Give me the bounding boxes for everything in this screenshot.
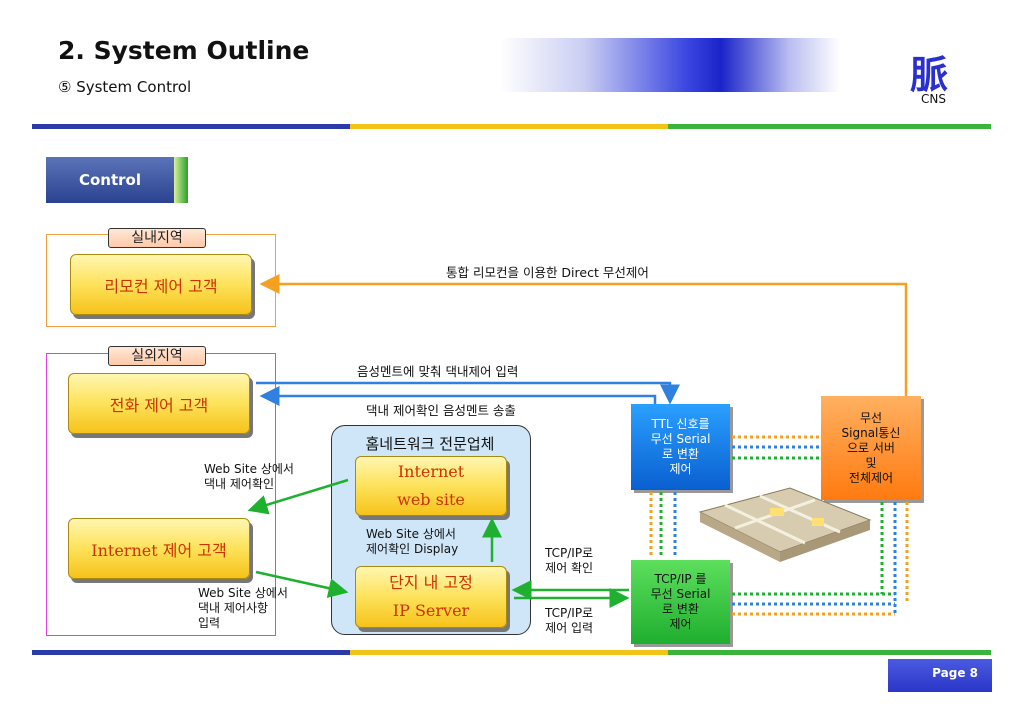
header-band-green <box>668 124 991 129</box>
section-tab-background <box>46 157 174 203</box>
tcpip-converter-line2: 무선 Serial <box>650 587 711 601</box>
web-input-line2: 댁내 제어사항 <box>198 601 269 615</box>
page-subtitle: ⑤ System Control <box>58 78 192 96</box>
page-title: 2. System Outline <box>58 36 310 65</box>
ttl-converter-line1: TTL 신호를 <box>651 417 710 431</box>
indoor-region-tag: 실내지역 <box>108 228 206 248</box>
web-display-line1: Web Site 상에서 <box>366 527 456 541</box>
internet-web-site: Internet web site <box>355 456 507 516</box>
web-display-line2: 제어확인 Display <box>366 542 459 556</box>
web-display-label: Web Site 상에서 제어확인 Display <box>366 527 458 557</box>
remote-control-customer: 리모컨 제어 고객 <box>70 254 252 315</box>
wireless-server-line2: Signal통신 <box>841 425 901 440</box>
tcpip-serial-converter: TCP/IP 를 무선 Serial 로 변환 제어 <box>631 560 730 644</box>
voice-input-connector <box>256 381 680 405</box>
brand-logo-text: CNS <box>921 92 946 106</box>
web-input-connector <box>255 570 349 598</box>
fixed-ip-server-line2: IP Server <box>392 601 470 620</box>
apartment-floorplan-illustration <box>698 487 872 562</box>
header-band-blue <box>32 124 350 129</box>
tcp-input-label: TCP/IP로 제어 입력 <box>545 606 593 636</box>
ttl-serial-converter: TTL 신호를 무선 Serial 로 변환 제어 <box>631 404 730 490</box>
web-confirm-connector <box>247 478 349 515</box>
voice-output-label: 댁내 제어확인 음성멘트 송출 <box>366 403 516 418</box>
tcp-confirm-line1: TCP/IP로 <box>545 546 594 560</box>
tcpip-converter-line1: TCP/IP 를 <box>654 572 707 586</box>
fixed-ip-server-line1: 단지 내 고정 <box>389 573 473 592</box>
direct-wireless-label: 통합 리모컨을 이용한 Direct 무선제어 <box>446 265 649 280</box>
voice-output-connector <box>259 386 657 406</box>
footer-band-yellow <box>350 650 668 655</box>
internet-web-site-line2: web site <box>397 490 465 509</box>
web-input-line1: Web Site 상에서 <box>198 586 288 600</box>
wireless-links <box>649 435 909 616</box>
brand-logo-mark: 脈 <box>910 52 949 97</box>
tcpip-converter-line3: 로 변환 <box>662 602 699 616</box>
internet-control-customer: Internet 제어 고객 <box>68 518 250 579</box>
web-input-label: Web Site 상에서 댁내 제어사항 입력 <box>198 586 288 631</box>
wireless-signal-server: 무선 Signal통신 으로 서버 및 전체제어 <box>821 396 921 500</box>
tcp-confirm-label: TCP/IP로 제어 확인 <box>545 546 593 576</box>
direct-wireless-connector <box>259 274 908 396</box>
tcp-input-line1: TCP/IP로 <box>545 606 594 620</box>
ttl-converter-line4: 제어 <box>669 462 692 476</box>
internet-web-site-line1: Internet <box>397 462 465 481</box>
web-confirm-line2: 댁내 제어확인 <box>204 477 275 491</box>
footer-band-green <box>668 650 991 655</box>
home-network-title: 홈네트워크 전문업체 <box>365 435 495 453</box>
section-tab-accent <box>174 157 188 203</box>
footer-band-blue <box>32 650 350 655</box>
ttl-converter-line3: 로 변환 <box>662 447 699 461</box>
section-tab-label: Control <box>78 171 141 189</box>
page-number-badge: Page 8 <box>888 659 992 692</box>
fixed-ip-server: 단지 내 고정 IP Server <box>355 566 507 628</box>
wireless-server-line1: 무선 <box>859 410 883 425</box>
ttl-converter-line2: 무선 Serial <box>650 432 711 446</box>
tcpip-converter-line4: 제어 <box>669 617 692 631</box>
header-gradient-banner <box>500 38 840 92</box>
phone-control-customer: 전화 제어 고객 <box>68 373 250 434</box>
voice-input-label: 음성멘트에 맞춰 댁내제어 입력 <box>357 364 519 379</box>
wireless-server-line5: 전체제어 <box>848 470 894 485</box>
web-confirm-label: Web Site 상에서 댁내 제어확인 <box>204 462 294 492</box>
web-confirm-line1: Web Site 상에서 <box>204 462 294 476</box>
web-input-line3: 입력 <box>198 616 221 630</box>
outdoor-region-tag: 실외지역 <box>108 346 206 366</box>
header-band-yellow <box>350 124 668 129</box>
tcp-input-line2: 제어 입력 <box>545 621 594 635</box>
tcp-confirm-line2: 제어 확인 <box>545 561 594 575</box>
wireless-server-line3: 으로 서버 <box>847 440 895 455</box>
wireless-server-line4: 및 <box>865 455 877 470</box>
